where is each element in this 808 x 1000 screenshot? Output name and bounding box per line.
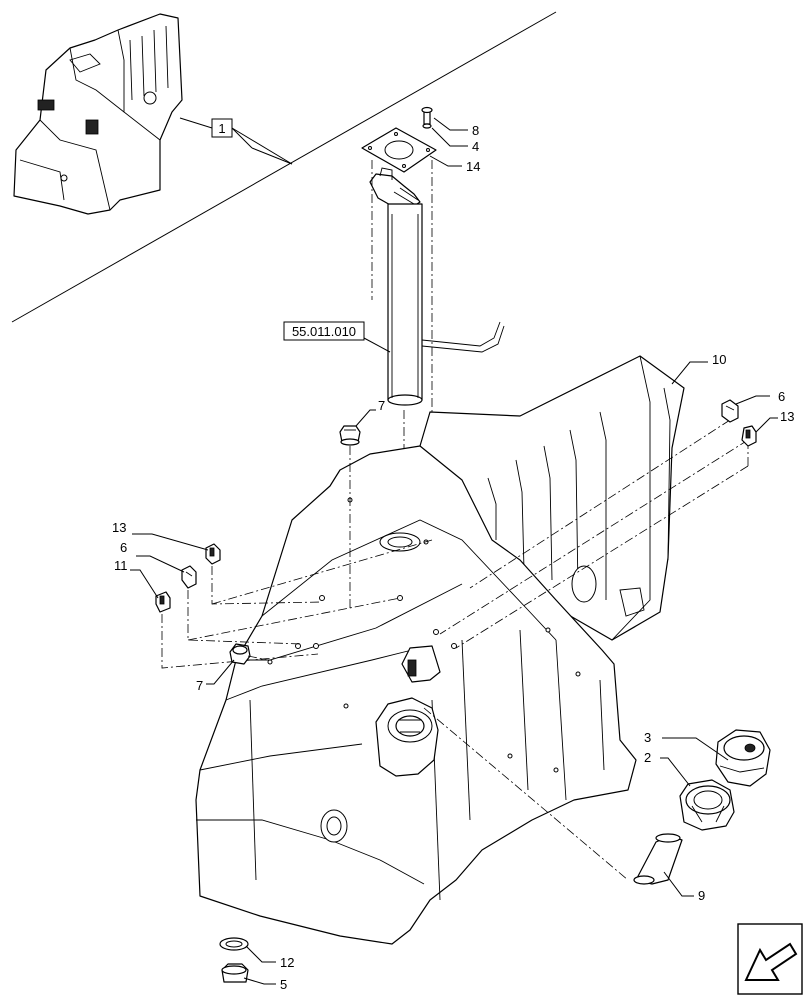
alignment-line — [161, 614, 319, 669]
alignment-line — [247, 655, 269, 661]
part-clip-13-right: 13 — [741, 409, 794, 447]
part-filler-cap-3: 3 — [644, 729, 771, 787]
part-bolt-8: 8 4 — [421, 106, 479, 154]
alignment-line — [455, 465, 749, 649]
inset-overview-tank — [13, 13, 183, 215]
part-clip-6-right: 6 — [721, 389, 785, 423]
callout-12-label: 12 — [280, 955, 294, 970]
callout-4-label: 4 — [472, 139, 479, 154]
callout-13-left-label: 13 — [112, 520, 126, 535]
back-arrow-icon[interactable] — [737, 923, 803, 995]
alignment-line — [439, 439, 749, 635]
callout-8-label: 8 — [472, 123, 479, 138]
alignment-line — [423, 707, 629, 881]
reference-box — [283, 321, 365, 341]
callout-3-label: 3 — [644, 730, 651, 745]
reference-label: 55.011.010 — [292, 324, 356, 339]
part-tank-assembly-10: 10 — [195, 352, 726, 945]
callout-5-label: 5 — [280, 977, 287, 992]
callout-1-box — [211, 118, 233, 138]
callout-13-right-label: 13 — [780, 409, 794, 424]
callout-9-label: 9 — [698, 888, 705, 903]
reference-callout: 55.011.010 — [283, 321, 391, 353]
part-clip-6-left: 6 — [120, 540, 197, 589]
part-drain-plug-5: 5 — [221, 963, 287, 992]
callout-1-group: 1 — [179, 117, 293, 165]
callout-14-label: 14 — [466, 159, 480, 174]
callout-1-label: 1 — [218, 121, 225, 136]
alignment-line — [211, 539, 433, 605]
callout-10-label: 10 — [712, 352, 726, 367]
part-clip-13-left: 13 — [112, 520, 221, 565]
part-filler-tube-9: 9 — [633, 833, 705, 903]
callout-6-left-label: 6 — [120, 540, 127, 555]
part-fuel-sender-tube — [369, 167, 505, 406]
alignment-line — [469, 419, 731, 589]
part-filler-neck-2: 2 — [644, 750, 735, 831]
inset-separator-line — [11, 11, 557, 323]
callout-7-top-label: 7 — [378, 398, 385, 413]
alignment-line — [187, 590, 303, 645]
part-plug-7-bottom: 7 — [196, 643, 269, 693]
callout-11-label: 11 — [114, 558, 128, 573]
part-plug-7-top: 7 — [339, 398, 385, 610]
callout-7-bottom-label: 7 — [196, 678, 203, 693]
part-gasket-plate-14: 14 — [361, 127, 480, 174]
callout-2-label: 2 — [644, 750, 651, 765]
callout-6-right-label: 6 — [778, 389, 785, 404]
part-clip-11: 11 — [114, 558, 171, 613]
part-washer-12: 12 — [219, 937, 294, 970]
alignment-line — [187, 597, 401, 641]
